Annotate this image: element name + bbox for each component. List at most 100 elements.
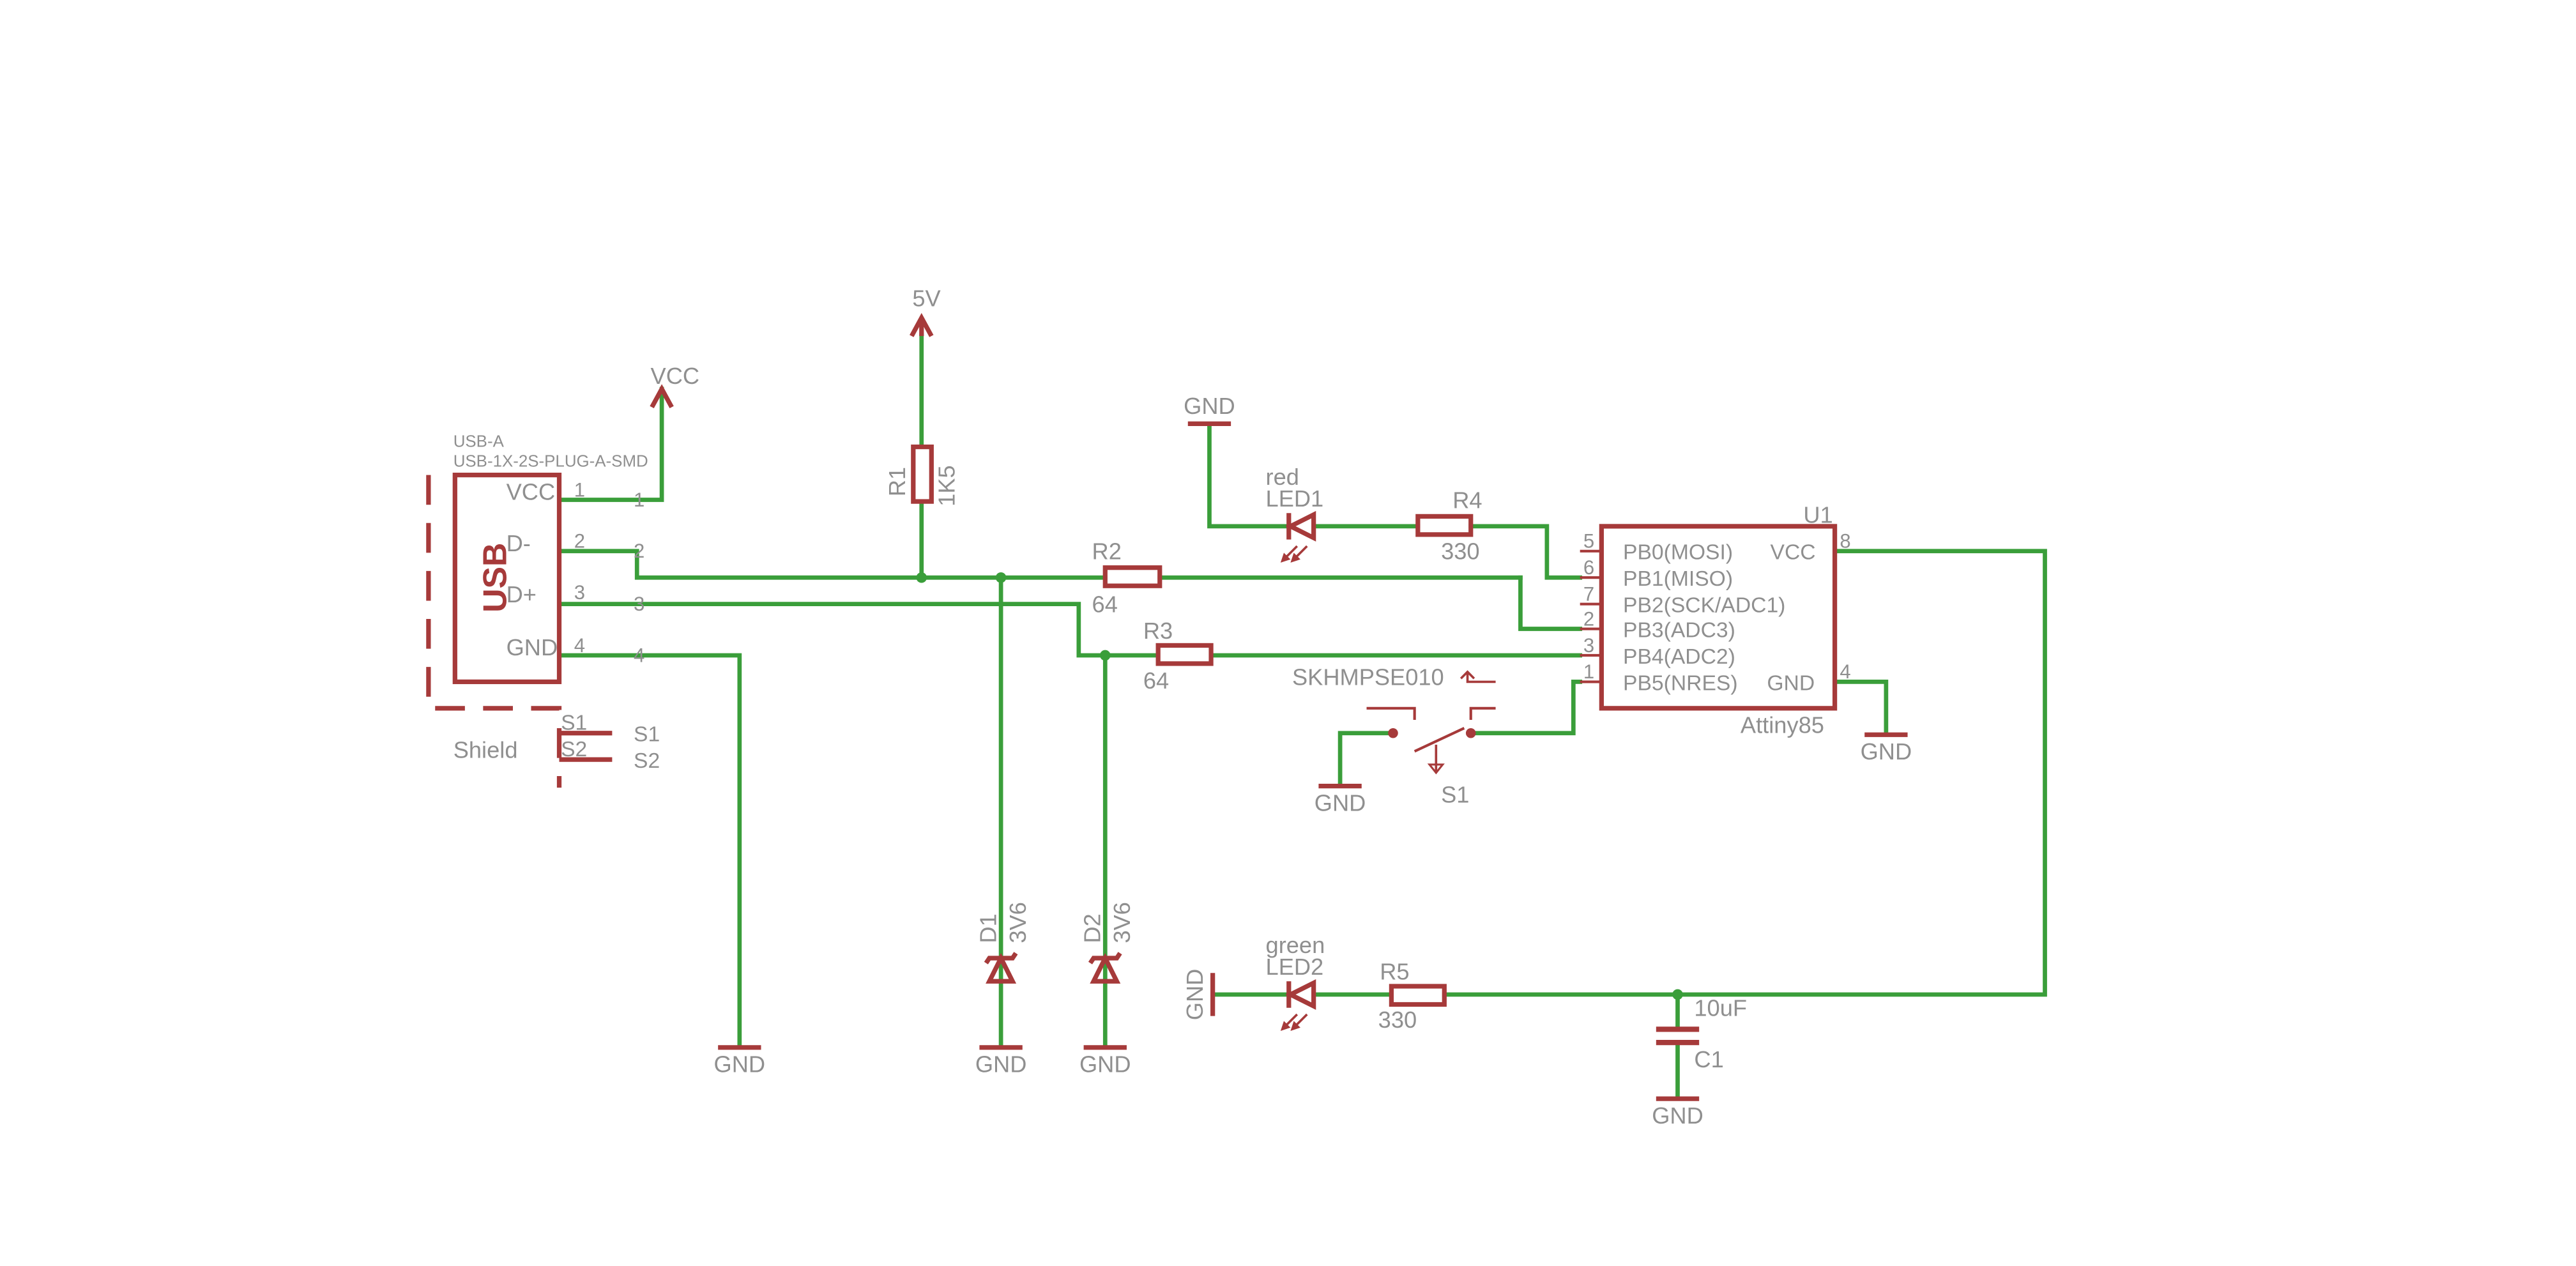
r4-value: 330 [1441, 538, 1479, 565]
c1-name: C1 [1694, 1046, 1723, 1072]
usb-shield-label: Shield [453, 737, 518, 763]
wire-vcc [557, 386, 664, 502]
usb-pad-num: 3 [634, 593, 644, 615]
wire-dminus-net [557, 549, 1108, 580]
mcu-u1: U1 Attiny85 5 6 7 2 3 1 PB0(MOSI) PB1(MI… [1580, 502, 1851, 738]
led2-color: green [1266, 932, 1325, 958]
usb-pin-label-vcc: VCC [507, 478, 556, 505]
switch-pin-dot [1465, 728, 1476, 738]
gnd-label: GND [1861, 738, 1912, 765]
mcu-pin-label: PB1(MISO) [1623, 567, 1733, 591]
wire-r4-pb1 [1468, 524, 1583, 580]
c1-value: 10uF [1694, 995, 1747, 1021]
usb-shield-pin-label: S1 [561, 712, 587, 735]
r5-value: 330 [1378, 1007, 1417, 1033]
usb-shield-pad-label: S2 [634, 749, 660, 773]
wire-vcc-rail [1675, 549, 2047, 997]
mcu-name: U1 [1803, 502, 1833, 528]
resistor-r1: R1 1K5 [884, 444, 960, 507]
usb-pad-num: 2 [634, 540, 644, 562]
usb-shield-outline [426, 475, 562, 788]
switch-s1: SKHMPSE010 S1 [1292, 664, 1496, 807]
led-triangle-icon [1285, 510, 1316, 542]
d2-value: 3V6 [1109, 902, 1135, 943]
r4-name: R4 [1452, 487, 1482, 513]
usb-pin-num: 3 [574, 581, 585, 604]
wire-mcu-gnd [1834, 680, 1889, 736]
usb-pin-num: 4 [574, 634, 585, 657]
diode-bar-icon [984, 952, 1018, 965]
mcu-pin-label: PB4(ADC2) [1623, 645, 1735, 669]
gnd-usb: GND [714, 1045, 766, 1078]
gnd-led1: GND [1184, 393, 1235, 426]
gnd-c1: GND [1652, 1096, 1703, 1129]
mcu-value: Attiny85 [1741, 712, 1824, 738]
switch-base-icon [1427, 763, 1445, 775]
d1-value: 3V6 [1005, 902, 1031, 943]
usb-pin-label-gnd: GND [507, 634, 558, 660]
usb-shield-pad-label: S1 [634, 723, 660, 747]
mcu-pin-num: 7 [1583, 583, 1594, 605]
usb-pin-num: 2 [574, 530, 585, 553]
capacitor-c1: 10uF C1 [1656, 995, 1747, 1072]
light-emission-icon [1280, 1013, 1308, 1031]
usb-pad-num: 1 [634, 489, 644, 511]
gnd-d2: GND [1079, 1045, 1131, 1078]
usb-pin-label-dplus: D+ [507, 581, 537, 607]
wires [557, 333, 2047, 1101]
wire-switch-reset [1468, 680, 1583, 736]
resistor-r5: R5 330 [1378, 959, 1447, 1033]
resistor-body [1102, 565, 1162, 588]
zener-diode-d1: D1 3V6 [975, 902, 1031, 984]
gnd-led2: GND [1182, 969, 1216, 1020]
r3-value: 64 [1143, 667, 1169, 694]
resistor-body [1415, 514, 1474, 537]
resistor-body [911, 444, 934, 504]
wire-usb-gnd [557, 653, 742, 1048]
gnd-switch: GND [1315, 783, 1366, 816]
gnd-label: GND [1079, 1051, 1131, 1078]
mcu-pin-num: 4 [1840, 660, 1850, 683]
mcu-pin-num: 1 [1583, 660, 1594, 683]
switch-symbol-icon [1459, 670, 1496, 683]
mcu-pin-num: 2 [1583, 607, 1594, 630]
switch-part: SKHMPSE010 [1292, 664, 1444, 690]
zener-diode-d2: D2 3V6 [1079, 902, 1135, 984]
gnd-label: GND [1652, 1102, 1703, 1129]
led-led1: red LED1 [1266, 464, 1323, 563]
mcu-pin-label: VCC [1771, 541, 1816, 565]
junction-dot [916, 572, 927, 583]
usb-package: USB-1X-2S-PLUG-A-SMD [453, 453, 648, 471]
diode-bar-icon [1088, 952, 1122, 965]
usb-connector: USB-A USB-1X-2S-PLUG-A-SMD USB VCC D- D+… [426, 433, 660, 788]
gnd-mcu: GND [1861, 732, 1912, 765]
junction-dot [1099, 650, 1111, 661]
led2-name: LED2 [1266, 954, 1324, 980]
switch-lever [1414, 727, 1465, 753]
5v-label: 5V [912, 285, 941, 311]
gnd-label: GND [975, 1051, 1027, 1078]
switch-name: S1 [1441, 781, 1469, 807]
junction-dot [1672, 989, 1683, 1000]
r5-name: R5 [1380, 959, 1409, 985]
gnd-label: GND [714, 1051, 766, 1078]
usb-name: USB-A [453, 433, 505, 451]
usb-body [452, 473, 562, 685]
diode-triangle-icon [986, 952, 1017, 984]
mcu-pin-num: 8 [1840, 530, 1850, 553]
r2-name: R2 [1092, 538, 1122, 565]
led-led2: green LED2 [1266, 932, 1325, 1031]
gnd-label: GND [1315, 789, 1366, 816]
light-emission-icon [1280, 545, 1308, 563]
usb-body-label: USB [476, 543, 514, 613]
led1-color: red [1266, 464, 1299, 490]
gnd-label: GND [1184, 393, 1235, 419]
wire-led1-gnd [1207, 425, 1290, 529]
resistor-body [1155, 643, 1214, 666]
d2-name: D2 [1079, 913, 1106, 943]
gnd-d1: GND [975, 1045, 1027, 1078]
switch-contact [1469, 706, 1496, 720]
mcu-body [1599, 524, 1838, 711]
mcu-pin-label: PB2(SCK/ADC1) [1623, 594, 1785, 618]
